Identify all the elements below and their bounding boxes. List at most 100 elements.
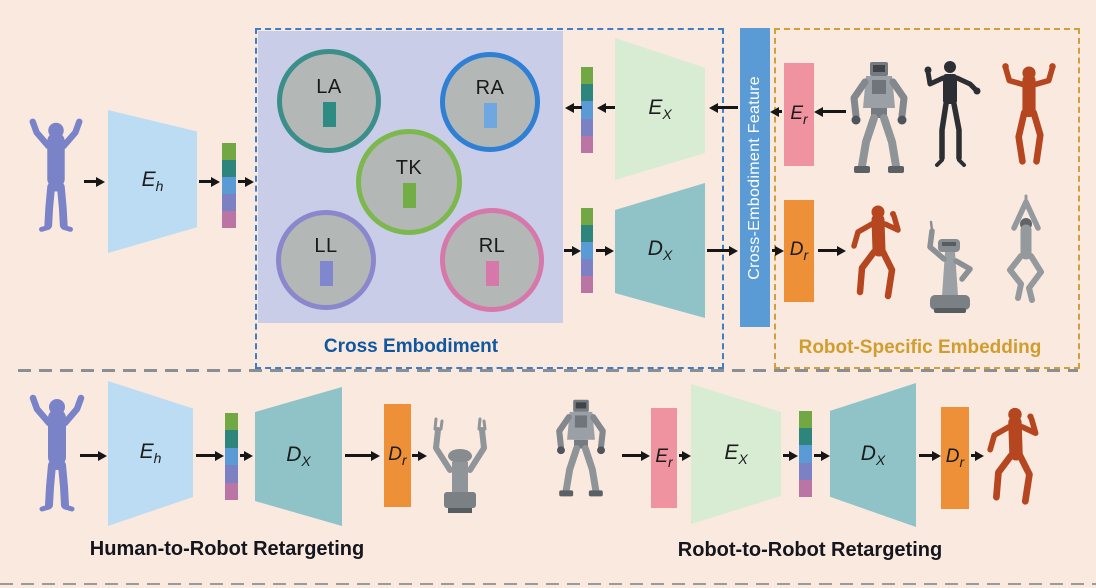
feature-segment	[222, 143, 236, 160]
flow-arrow	[772, 245, 784, 256]
robot-decoder-label: Dr	[945, 446, 965, 470]
feature-segment	[222, 177, 236, 194]
flow-arrow	[919, 450, 941, 461]
atlas-robot-figure	[546, 398, 616, 506]
arrow-head-icon	[932, 450, 941, 461]
arrow-head-icon	[572, 245, 581, 256]
arrow-head-icon	[775, 245, 784, 256]
shared-encoder-label: EX	[724, 440, 748, 468]
feature-segment	[222, 194, 236, 211]
feature-segment	[581, 101, 593, 119]
cluster-label: RA	[475, 76, 505, 99]
human-encoder-label: Eh	[139, 440, 162, 467]
atlas-robot-figure	[846, 60, 912, 184]
flow-arrow	[622, 450, 650, 461]
shared-decoder-label: DX	[647, 237, 673, 264]
pr2-wheeled-robot-icon	[433, 417, 487, 513]
latent-feature-bar	[581, 208, 593, 293]
cross-embodiment-title: Cross Embodiment	[323, 336, 499, 357]
feature-segment	[225, 413, 238, 431]
shared-decoder-label: DX	[860, 441, 886, 469]
feature-segment	[225, 430, 238, 448]
feature-segment	[581, 118, 593, 136]
feature-segment	[581, 67, 593, 85]
flow-arrow	[80, 450, 107, 461]
arrow-head-icon	[565, 102, 574, 113]
cluster-label: TK	[395, 156, 423, 179]
feature-segment	[799, 462, 812, 480]
feature-segment	[581, 225, 593, 242]
arrow-head-icon	[98, 450, 107, 461]
shared-encoder-block: EX	[691, 384, 781, 524]
arrow-head-icon	[789, 450, 798, 461]
feature-segment	[225, 447, 238, 466]
arrow-head-icon	[597, 102, 606, 113]
humanoid-black-robot-icon	[924, 61, 981, 167]
flow-arrow	[196, 450, 224, 461]
flow-arrow	[597, 102, 615, 113]
humanoid-red-robot-icon	[1002, 63, 1056, 165]
section-divider	[18, 369, 1078, 372]
cluster-right-leg: RL	[440, 208, 544, 312]
robot-decoder-bar: Dr	[941, 407, 969, 509]
h2r-title: Human-to-Robot Retargeting	[89, 538, 365, 560]
robot-specific-box	[774, 28, 1080, 369]
cross-embodiment-feature-label: Cross-Embodiment Feature	[746, 75, 763, 280]
human-mesh-figure	[24, 393, 90, 517]
human-encoder-block: Eh	[108, 381, 193, 526]
robot-decoder-label: Dr	[789, 239, 809, 263]
flow-arrow	[770, 106, 782, 117]
flow-arrow	[199, 176, 220, 187]
latent-feature-bar	[222, 143, 236, 228]
arrow-head-icon	[821, 450, 830, 461]
cluster-ll-feature-swatch	[319, 260, 333, 286]
humanoid-black-robot-figure	[918, 60, 982, 180]
feature-segment	[581, 84, 593, 102]
flow-arrow	[84, 176, 105, 187]
atlas-robot-icon	[556, 399, 606, 497]
cluster-la-feature-swatch	[322, 101, 336, 127]
arrow-head-icon	[96, 176, 105, 187]
human-encoder-block: Eh	[108, 110, 197, 253]
flow-arrow	[412, 450, 427, 461]
latent-feature-bar	[581, 67, 593, 154]
flow-arrow	[596, 245, 614, 256]
crouching-gray-robot-figure	[996, 194, 1056, 316]
flow-arrow	[707, 245, 738, 256]
flow-arrow	[238, 176, 254, 187]
arrow-head-icon	[975, 450, 984, 461]
flow-arrow	[345, 450, 380, 461]
cluster-rl-feature-swatch	[485, 260, 499, 286]
robot-encoder-bar: Er	[651, 408, 677, 508]
robot-encoder-label: Er	[655, 446, 673, 470]
robot-encoder-bar: Er	[784, 63, 814, 166]
cluster-label: RL	[478, 234, 506, 257]
human-encoder-label: Eh	[141, 168, 164, 195]
arrow-head-icon	[814, 106, 823, 117]
shared-encoder-label: EX	[648, 95, 672, 123]
flow-arrow	[565, 102, 582, 113]
arrow-head-icon	[682, 450, 691, 461]
feature-segment	[225, 465, 238, 483]
feature-segment	[581, 242, 593, 259]
r2r-title: Robot-to-Robot Retargeting	[677, 539, 943, 561]
cluster-label: LL	[314, 234, 338, 257]
arrow-head-icon	[215, 450, 224, 461]
red-mannequin-robot-icon	[851, 205, 901, 300]
shared-decoder-label: DX	[286, 443, 311, 470]
arrow-head-icon	[770, 106, 779, 117]
feature-segment	[222, 160, 236, 177]
robot-decoder-bar: Dr	[784, 200, 814, 302]
flow-arrow	[814, 450, 830, 461]
arrow-head-icon	[641, 450, 650, 461]
humanoid-red-robot-figure	[998, 58, 1060, 182]
human-mesh-icon	[29, 394, 85, 512]
flow-arrow	[814, 106, 846, 117]
cluster-trunk: TK	[356, 129, 462, 235]
flow-arrow	[818, 245, 846, 256]
humanoid-red-robot-figure	[984, 402, 1048, 520]
arrow-head-icon	[244, 450, 253, 461]
cluster-right-arm: RA	[440, 52, 540, 152]
robot-specific-title: Robot-Specific Embedding	[798, 337, 1042, 358]
